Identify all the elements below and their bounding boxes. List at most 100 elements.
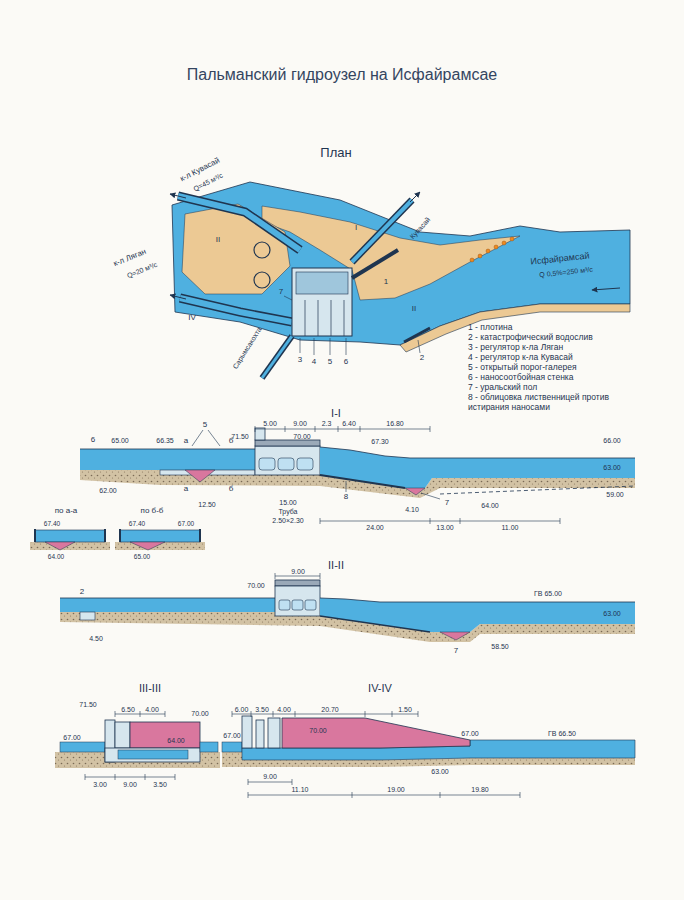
callout-number: 5 — [328, 358, 332, 366]
plan-view-shape-shape — [470, 258, 474, 262]
dimension-label: 5.00 — [263, 420, 277, 427]
plan-view-shape — [292, 268, 352, 336]
section-1-shape — [255, 426, 430, 432]
dimension-label: 71.50 — [79, 701, 97, 708]
dimension-label: 19.00 — [387, 786, 405, 793]
section-1-shape — [35, 529, 105, 542]
plan-view-shape — [404, 328, 430, 342]
section-4-shape — [222, 742, 242, 752]
dimension-label: 62.00 — [99, 487, 117, 494]
section-1-shape — [80, 449, 255, 470]
page-title: Пальманский гидроузел на Исфайрамсае — [187, 67, 497, 83]
legend-entry: 4 - регулятор к-ла Кувасай — [468, 352, 640, 362]
section-1-shape — [255, 440, 320, 446]
dimension-label: ГВ 65.00 — [534, 590, 562, 597]
section-2-shape — [305, 600, 316, 610]
section-title: II-II — [328, 560, 344, 571]
section-1-shape — [80, 449, 255, 450]
section-1-shape — [259, 458, 275, 470]
callout-number: II — [412, 305, 416, 313]
section-title: IV-IV — [368, 683, 392, 694]
legend-entry: 2 - катастрофический водослив — [468, 332, 640, 342]
dimension-label: 63.00 — [603, 464, 621, 471]
dimension-label: 19.80 — [471, 786, 489, 793]
section-title: I-I — [331, 408, 341, 419]
dimension-label: по б-б — [141, 507, 164, 515]
view-title: План — [320, 146, 351, 159]
callout-number: 7 — [279, 288, 283, 296]
dimension-label: 67.00 — [223, 732, 241, 739]
plan-view-shape — [592, 288, 620, 290]
dimension-label: Труба — [278, 508, 297, 515]
dimension-label: 64.00 — [48, 554, 64, 561]
section-2-shape — [440, 632, 470, 640]
dimension-label: 64.00 — [167, 737, 185, 744]
dimension-label: 65.00 — [111, 437, 129, 444]
section-2-shape — [320, 598, 635, 602]
dimension-label: 24.00 — [366, 524, 384, 531]
plan-view-shape — [262, 336, 292, 378]
plan-view-shape — [352, 200, 412, 262]
callout-number: 2 — [420, 354, 424, 362]
plan-view-shape — [352, 200, 412, 262]
section-3-shape — [60, 742, 105, 752]
section-1-shape — [192, 430, 440, 499]
plan-view-shape — [170, 194, 186, 198]
section-1-shape — [45, 542, 75, 550]
plan-view-shape — [262, 336, 292, 378]
section-1-shape — [255, 428, 265, 440]
dimension-label: 6 — [91, 436, 95, 444]
plan-view-shape — [180, 298, 292, 322]
dimension-label: 59.00 — [606, 491, 624, 498]
section-2-shape — [80, 612, 95, 620]
section-2-shape — [60, 598, 275, 612]
dimension-label: 16.80 — [386, 420, 404, 427]
dimension-label: 4.10 — [405, 506, 419, 513]
section-1-shape — [115, 542, 205, 550]
callout-number: I — [355, 224, 357, 232]
dimension-label: 6.00 — [235, 706, 249, 713]
dimension-label: а — [184, 437, 188, 445]
section-1-shape — [320, 518, 560, 524]
section-1-shape — [120, 530, 200, 542]
callout-number: IV — [188, 314, 196, 322]
dimension-label: 9.00 — [123, 781, 137, 788]
dimension-label: 67.40 — [44, 521, 60, 528]
legend-entry: 6 - наносоотбойная стенка — [468, 372, 640, 382]
dimension-label: 70.00 — [191, 710, 209, 717]
plan-view-shape-shape — [502, 241, 506, 245]
dimension-label: 2.50×2.30 — [272, 517, 303, 524]
section-3-shape — [115, 722, 130, 748]
dimension-label: 67.30 — [371, 438, 389, 445]
section-2-shape — [320, 616, 430, 632]
section-4-shape — [248, 792, 520, 798]
plan-label: Q 0,5%=250 м³/с — [539, 266, 593, 279]
dimension-label: 9.00 — [293, 420, 307, 427]
dimension-label: 9.00 — [263, 773, 277, 780]
section-2-shape — [275, 580, 320, 586]
section-4-shape — [268, 718, 280, 748]
section-2-shape — [320, 598, 635, 632]
legend: 1 - плотина2 - катастрофический водослив… — [468, 322, 640, 412]
plan-view-shape — [470, 237, 514, 262]
section-2-shape — [275, 586, 320, 616]
plan-view-shape-shape — [510, 237, 514, 241]
section-3-shape — [85, 774, 175, 780]
dimension-label: 1.50 — [398, 706, 412, 713]
section-1-shape — [255, 446, 320, 475]
dimension-label: 70.00 — [293, 433, 311, 440]
section-1-shape — [130, 542, 165, 550]
dimension-label: 67.40 — [129, 521, 145, 528]
section-1-shape — [297, 458, 313, 470]
section-1-shape — [35, 530, 105, 542]
plan-view-shape — [180, 298, 292, 322]
dimension-label: 15.00 — [279, 499, 297, 506]
section-3-shape — [55, 762, 220, 768]
section-1-shape — [278, 458, 294, 470]
section-4-shape — [282, 718, 470, 748]
plan-view-shape — [170, 295, 186, 299]
section-1-shape — [30, 542, 110, 550]
callout-number: 4 — [312, 358, 316, 366]
